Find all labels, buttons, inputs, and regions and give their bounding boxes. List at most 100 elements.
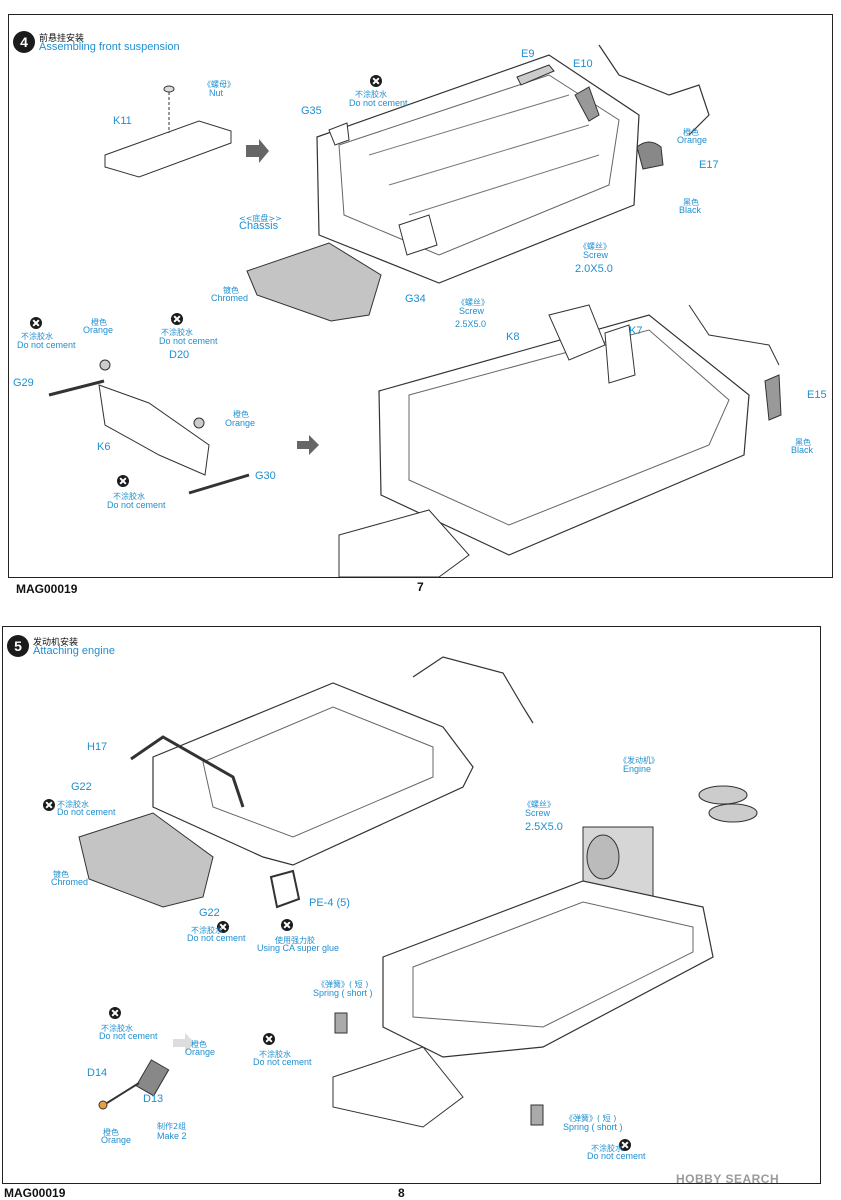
label-k8: K8	[506, 331, 520, 343]
step-title-en: Attaching engine	[33, 645, 115, 657]
screw-b-zh: 《螺丝》	[457, 298, 489, 307]
e17-part	[636, 141, 664, 170]
g34-part	[398, 214, 438, 256]
orange-zh: 橙色	[91, 318, 107, 327]
label-g22-top: G22	[71, 781, 92, 793]
label-g35: G35	[301, 105, 322, 117]
chromed-skid-plate	[78, 812, 214, 908]
exhaust-pipe-icon	[698, 785, 748, 805]
no-cement-zh: 不涂胶水	[259, 1050, 291, 1059]
label-g22-bottom: G22	[199, 907, 220, 919]
spring-b-zh: 《弹簧》( 短 )	[565, 1114, 617, 1123]
chassis-en: Chassis	[239, 220, 279, 232]
ca-glue-zh: 使用强力胶	[275, 936, 315, 945]
chassis-with-suspension	[378, 314, 750, 556]
label-h17: H17	[87, 741, 108, 753]
spring-zh: 《弹簧》( 短 )	[317, 980, 369, 989]
no-cement-icon	[30, 317, 42, 329]
pe4-frame	[269, 869, 301, 909]
label-k11: K11	[113, 115, 132, 127]
orange-b-en: Orange	[101, 1135, 132, 1145]
step-title-zh: 前悬挂安装	[39, 34, 85, 44]
no-cement-icon	[117, 475, 129, 487]
label-g29: G29	[13, 377, 34, 389]
no-cement-icon	[43, 799, 55, 811]
spring-en: Spring ( short )	[313, 988, 373, 998]
no-cement-zh: 不涂胶水	[591, 1144, 623, 1153]
k6-suspension-arm	[98, 384, 210, 476]
engine-en: Engine	[623, 764, 652, 774]
no-cement-icon	[370, 75, 382, 87]
make2-en: Make 2	[157, 1131, 187, 1141]
chassis-upper	[152, 682, 474, 866]
no-cement-en: Do not cement	[159, 336, 218, 346]
no-cement-zh: 不涂胶水	[101, 1024, 133, 1033]
orange-zh: 橙色	[233, 410, 249, 419]
label-d20: D20	[169, 349, 190, 361]
step-5-panel: 5 发动机安装 Attaching engine H17 G22 不涂胶水 Do…	[2, 626, 821, 1184]
label-d14: D14	[87, 1067, 108, 1079]
screw-zh: 《螺丝》	[523, 800, 555, 809]
page-code-top: MAG00019	[16, 582, 78, 596]
label-pe4: PE-4 (5)	[309, 897, 350, 909]
screw-a-zh: 《螺丝》	[579, 242, 611, 251]
black-zh: 黑色	[683, 198, 699, 207]
chromed-en: Chromed	[211, 293, 249, 303]
page-number-bottom: 8	[398, 1186, 405, 1200]
step-arrow-icon	[246, 139, 269, 163]
nut-label-en: Nut	[209, 88, 224, 98]
label-e9: E9	[521, 48, 535, 60]
k8-part	[548, 304, 606, 361]
no-cement-zh: 不涂胶水	[191, 926, 223, 935]
screw-a-en: Screw	[583, 250, 609, 260]
step-4-panel: 4 前悬挂安装 Assembling front suspension 《螺母》…	[8, 14, 833, 578]
e15-part	[764, 374, 782, 421]
no-cement-icon	[109, 1007, 121, 1019]
orange-zh: 橙色	[191, 1040, 207, 1049]
no-cement-en: Do not cement	[107, 500, 166, 510]
orange-en: Orange	[185, 1047, 216, 1057]
orange-en: Orange	[225, 418, 256, 428]
chassis-tub	[316, 54, 640, 284]
step-4-drawing	[48, 44, 782, 577]
label-d13: D13	[143, 1093, 164, 1105]
k11-plate	[104, 120, 232, 178]
label-e10: E10	[573, 58, 593, 70]
step-title-en: Assembling front suspension	[39, 41, 180, 53]
screw-b-en: Screw	[459, 306, 485, 316]
black-en: Black	[679, 205, 702, 215]
chassis-zh: <<底盘>>	[239, 214, 282, 223]
no-cement-en: Do not cement	[17, 340, 76, 350]
screw-size-a: 2.0X5.0	[575, 263, 613, 275]
spring-short-part	[530, 1104, 544, 1126]
no-cement-en: Do not cement	[349, 98, 408, 108]
label-k7: K7	[629, 325, 643, 337]
engine-zh: 《发动机》	[619, 756, 659, 765]
page-code-bottom: MAG00019	[4, 1186, 66, 1200]
page-number-top: 7	[417, 580, 424, 594]
label-e17: E17	[699, 159, 719, 171]
step-5-drawing	[78, 656, 758, 1128]
no-cement-icon	[263, 1033, 275, 1045]
chromed-zh: 镀色	[53, 870, 69, 879]
step-number-badge: 4	[13, 31, 35, 53]
label-k6: K6	[97, 441, 111, 453]
ca-glue-en: Using CA super glue	[257, 943, 340, 953]
label-g30: G30	[255, 470, 276, 482]
no-cement-icon	[171, 313, 183, 325]
d14-part	[98, 1100, 108, 1110]
orange-zh: 橙色	[683, 128, 699, 137]
no-cement-zh: 不涂胶水	[57, 800, 89, 809]
no-cement-en: Do not cement	[99, 1031, 158, 1041]
e9-part	[516, 64, 555, 86]
chromed-skid-plate	[246, 242, 382, 322]
orange-b-zh: 橙色	[103, 1128, 119, 1137]
chromed-en: Chromed	[51, 877, 89, 887]
chromed-zh: 镀色	[223, 286, 239, 295]
chassis-lower	[382, 880, 714, 1058]
no-cement-en: Do not cement	[187, 933, 246, 943]
e10-part	[574, 86, 600, 122]
no-cement-en: Do not cement	[587, 1151, 646, 1161]
orange-en: Orange	[677, 135, 708, 145]
h17-bar	[130, 735, 245, 808]
